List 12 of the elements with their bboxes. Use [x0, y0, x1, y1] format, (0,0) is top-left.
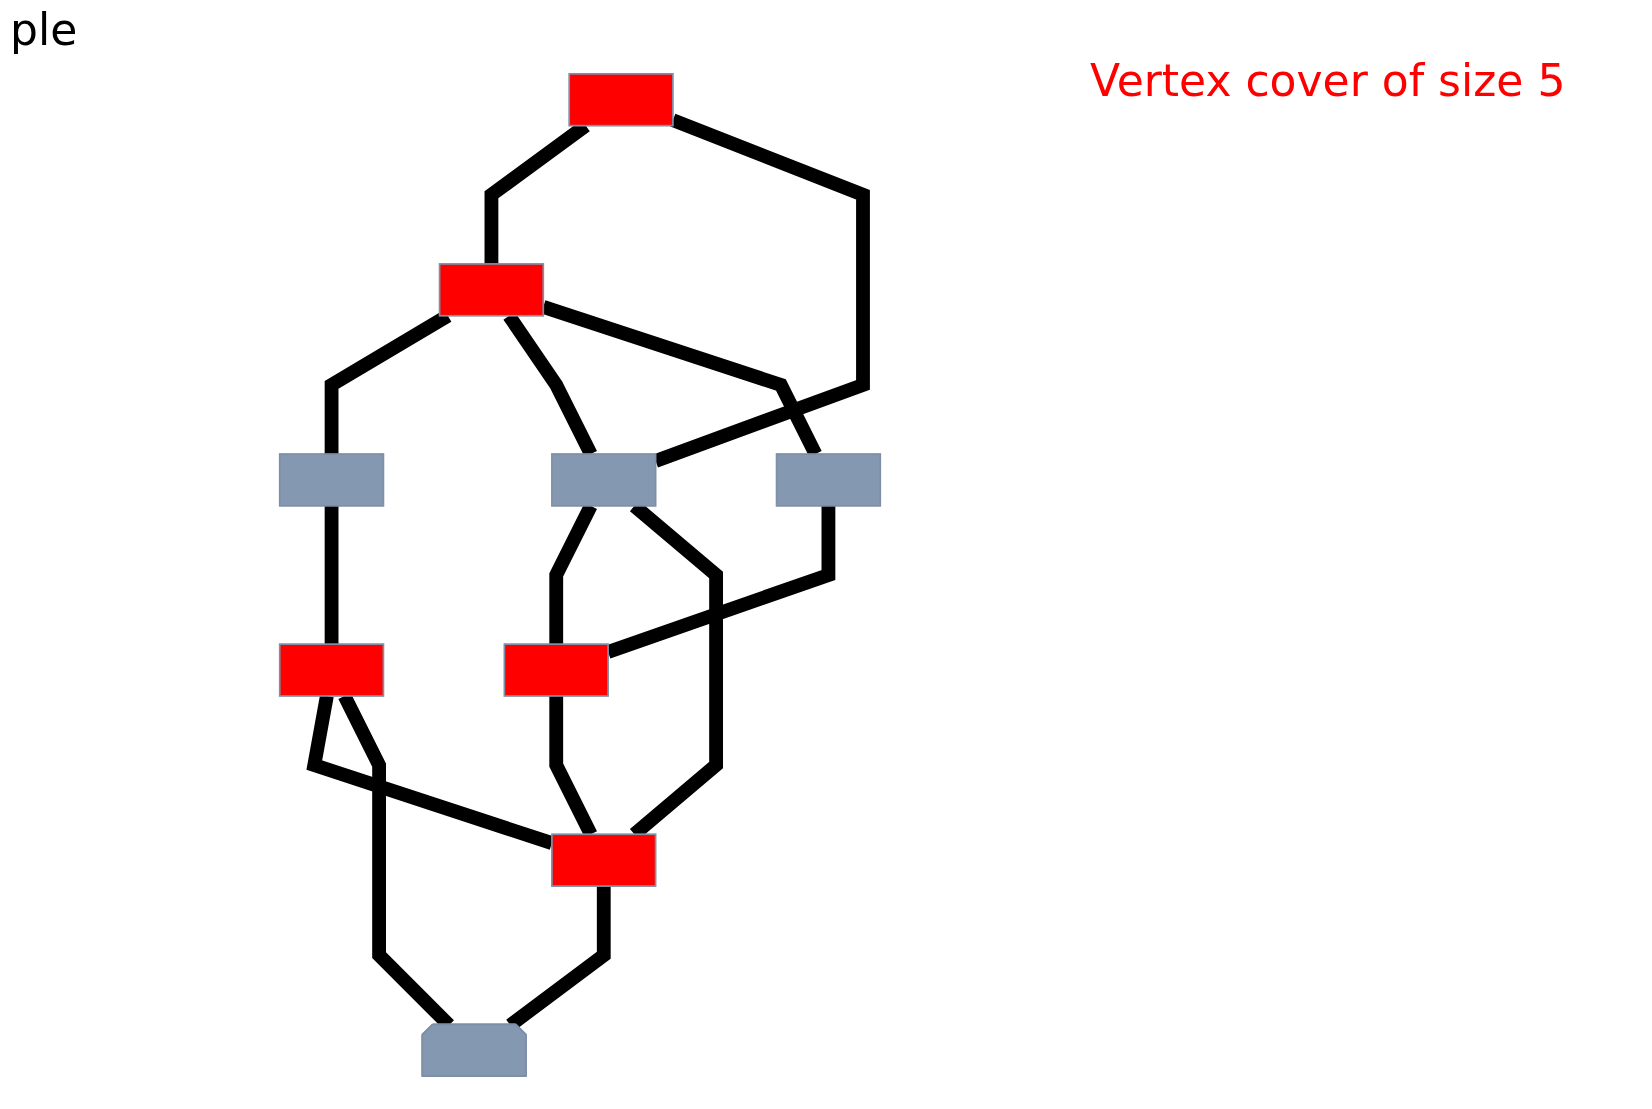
node-box: [775, 453, 882, 507]
connector: [324, 505, 339, 645]
node-box: [278, 643, 385, 697]
node-box: [568, 72, 674, 127]
connector: [653, 113, 870, 468]
node-box: [438, 263, 545, 317]
heading-fragment: ple: [10, 4, 78, 57]
node-box: [551, 833, 657, 887]
annotation-text: Vertex cover of size 5: [1090, 55, 1566, 106]
node-box: [551, 453, 657, 507]
node-box: [503, 643, 609, 697]
node-box: [278, 453, 385, 507]
